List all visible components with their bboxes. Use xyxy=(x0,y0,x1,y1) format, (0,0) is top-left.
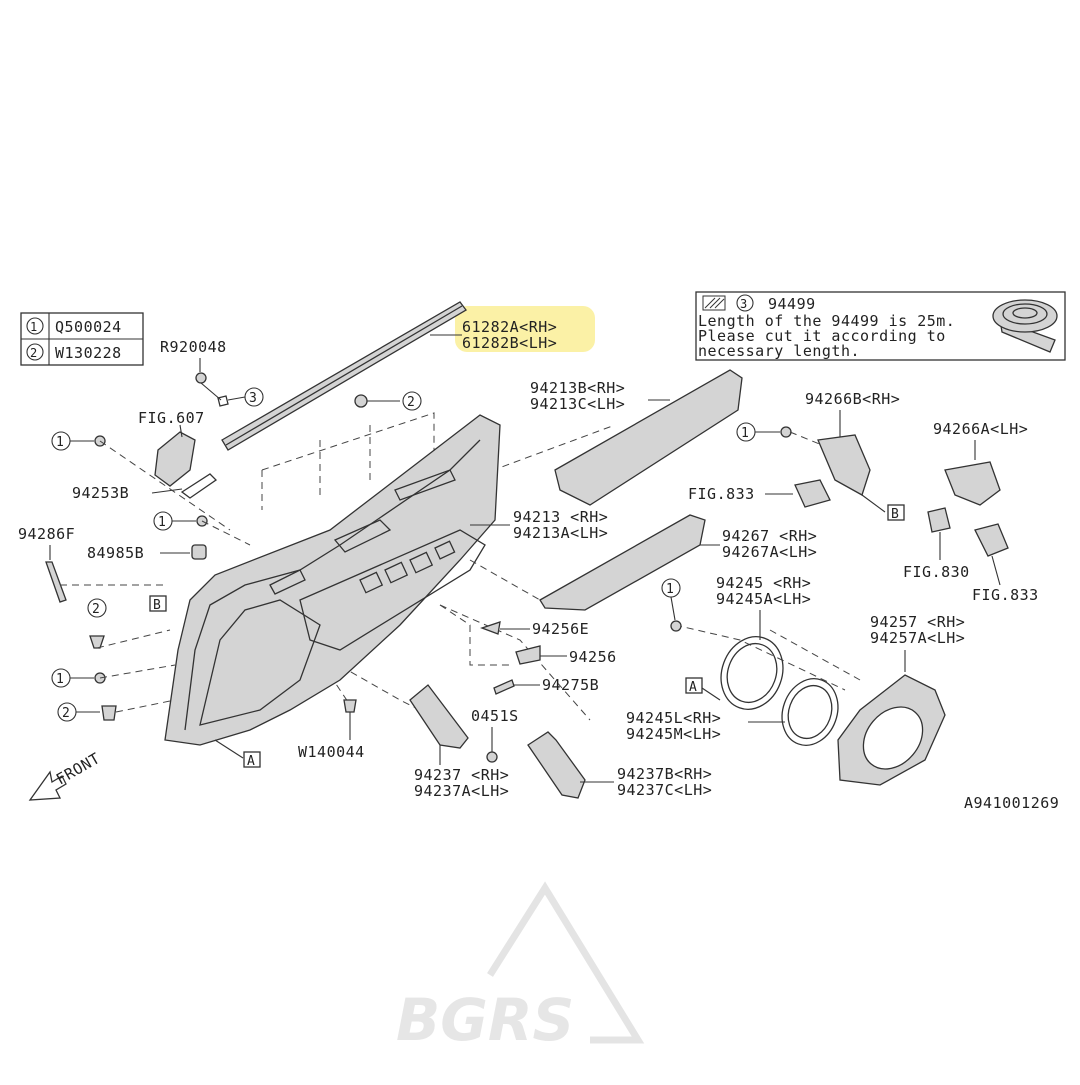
label-fig607: FIG.607 xyxy=(138,409,205,427)
label-94237: 94237 <RH> xyxy=(414,766,509,784)
label-61282a: 61282A<RH> xyxy=(462,318,557,336)
note-marker: 3 xyxy=(740,297,748,311)
label-94257: 94257 <RH> xyxy=(870,613,965,631)
clip-w140044 xyxy=(343,699,357,713)
label-94237c: 94237C<LH> xyxy=(617,781,712,799)
spacer-94245l xyxy=(781,678,839,746)
upper-trim-part xyxy=(554,369,743,506)
ref-b-left: B xyxy=(153,598,161,613)
label-94213: 94213 <RH> xyxy=(513,508,608,526)
label-94213b: 94213B<RH> xyxy=(530,379,625,397)
ref-b-right: B xyxy=(891,507,899,522)
switch-fig833-b xyxy=(974,523,1009,557)
bracket-94266b xyxy=(817,434,871,496)
label-94253b: 94253B xyxy=(72,484,129,502)
callout-2-circle-top xyxy=(402,391,422,411)
clip-94256 xyxy=(515,645,541,665)
rod-94286f xyxy=(45,561,67,603)
note-part: 94499 xyxy=(768,295,816,313)
note-line-1: Length of the 94499 is 25m. xyxy=(698,312,955,330)
label-94275b: 94275B xyxy=(542,676,599,694)
note-box: 3 94499 Length of the 94499 is 25m. Plea… xyxy=(695,291,1066,361)
legend-num-1: 1 xyxy=(30,320,38,334)
label-r920048: R920048 xyxy=(160,338,227,356)
legend-part-1: Q500024 xyxy=(55,318,122,336)
label-94266b: 94266B<RH> xyxy=(805,390,900,408)
callout-1-text-e: 1 xyxy=(666,582,674,597)
label-94245l: 94245L<RH> xyxy=(626,709,721,727)
legend-table: 1 Q500024 2 W130228 xyxy=(20,312,144,366)
label-w140044: W140044 xyxy=(298,743,365,761)
tape-roll-icon xyxy=(992,299,1058,353)
front-arrow-icon: FRONT xyxy=(28,749,103,801)
switch-fig833-a xyxy=(794,479,831,508)
ref-a-speaker: A xyxy=(689,680,697,695)
bracket-94237 xyxy=(409,684,469,749)
assembly-dash-lines xyxy=(60,412,861,721)
callout-2-text-low: 2 xyxy=(62,706,70,721)
legend-num-2: 2 xyxy=(30,346,38,360)
label-fig833-b: FIG.833 xyxy=(972,586,1039,604)
label-84985b: 84985B xyxy=(87,544,144,562)
callout-1-text-a: 1 xyxy=(56,435,64,450)
grille-94257 xyxy=(837,674,946,786)
label-94267a: 94267A<LH> xyxy=(722,543,817,561)
note-line-2: Please cut it according to xyxy=(698,327,946,345)
label-fig830: FIG.830 xyxy=(903,563,970,581)
callout-2-text-mid: 2 xyxy=(92,602,100,617)
callout-1-text-b: 1 xyxy=(158,515,166,530)
ref-a-bottom: A xyxy=(247,754,255,769)
lever-94253b xyxy=(180,473,218,499)
label-94237b: 94237B<RH> xyxy=(617,765,712,783)
label-94256e: 94256E xyxy=(532,620,589,638)
screw-0451s xyxy=(486,751,498,763)
callout-1-text-c: 1 xyxy=(56,672,64,687)
door-trim-panel xyxy=(164,414,501,746)
label-61282b: 61282B<LH> xyxy=(462,334,557,352)
weatherstrip-part xyxy=(221,301,467,451)
speaker-94245 xyxy=(720,636,784,710)
label-fig833-a: FIG.833 xyxy=(688,485,755,503)
callout-2-text-top: 2 xyxy=(407,395,415,410)
callout-2-circle-mid xyxy=(87,598,107,618)
watermark-logo: BGRS xyxy=(396,881,645,1054)
label-94257a: 94257A<LH> xyxy=(870,629,965,647)
callout-3-text: 3 xyxy=(249,391,257,406)
clip-icon xyxy=(354,394,400,408)
label-front: FRONT xyxy=(53,749,103,788)
note-line-3: necessary length. xyxy=(698,342,860,360)
cover-94237b xyxy=(527,731,586,799)
highlight-marker xyxy=(455,306,595,352)
legend-part-2: W130228 xyxy=(55,344,122,362)
label-94213c: 94213C<LH> xyxy=(530,395,625,413)
label-94286f: 94286F xyxy=(18,525,75,543)
label-94245m: 94245M<LH> xyxy=(626,725,721,743)
label-94266a: 94266A<LH> xyxy=(933,420,1028,438)
clip-94256e xyxy=(480,621,501,635)
label-94213a: 94213A<LH> xyxy=(513,524,608,542)
clip-94275b xyxy=(493,679,515,695)
callout-1-text-d: 1 xyxy=(741,426,749,441)
bracket-fig607 xyxy=(154,431,196,487)
label-94267: 94267 <RH> xyxy=(722,527,817,545)
label-94256: 94256 xyxy=(569,648,617,666)
label-94245: 94245 <RH> xyxy=(716,574,811,592)
label-94237a: 94237A<LH> xyxy=(414,782,509,800)
switch-fig830 xyxy=(927,507,951,533)
watermark-text: BGRS xyxy=(396,986,574,1054)
label-0451s: 0451S xyxy=(471,707,519,725)
diagram-id: A941001269 xyxy=(964,794,1059,812)
hatch-icon xyxy=(702,295,726,311)
bracket-94266a xyxy=(944,461,1001,506)
pin-icon xyxy=(195,358,229,407)
label-94245a: 94245A<LH> xyxy=(716,590,811,608)
clip-84985b xyxy=(191,544,207,560)
